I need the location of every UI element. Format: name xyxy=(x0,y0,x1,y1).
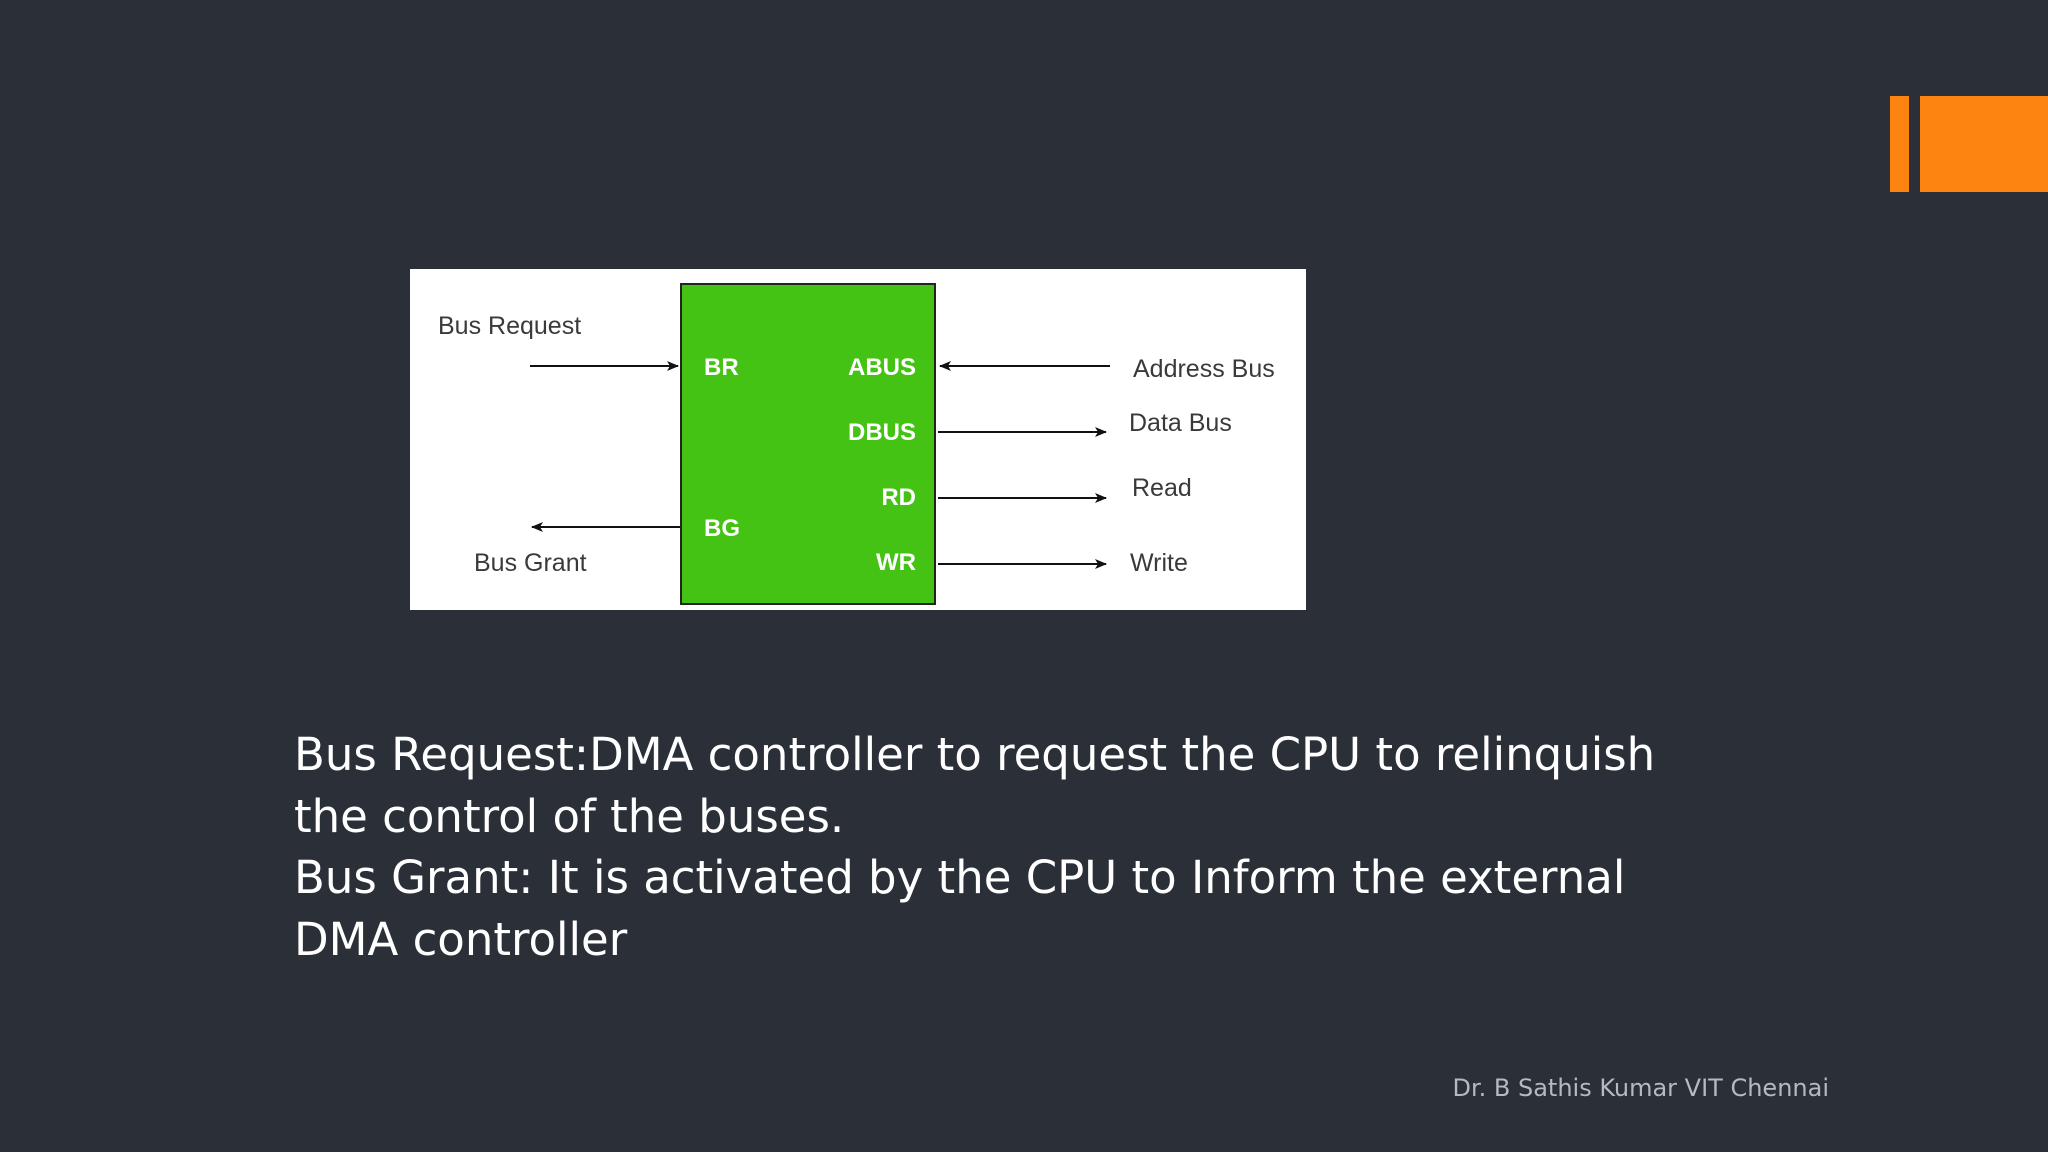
pin-dbus: DBUS xyxy=(847,419,916,446)
label-write: Write xyxy=(1130,549,1188,577)
dma-controller-block xyxy=(680,283,936,605)
label-read: Read xyxy=(1132,474,1192,502)
dma-diagram: BR BG ABUS DBUS RD WR Bus Request Bus Gr… xyxy=(410,269,1306,610)
pin-br: BR xyxy=(704,354,739,381)
label-address-bus: Address Bus xyxy=(1133,355,1275,383)
accent-bar-block xyxy=(1920,96,2048,192)
label-bus-grant: Bus Grant xyxy=(474,549,587,577)
accent-bar-thin xyxy=(1890,96,1909,192)
pin-wr: WR xyxy=(876,549,916,576)
paragraph-bus-grant: Bus Grant: It is activated by the CPU to… xyxy=(294,851,1626,966)
label-bus-request: Bus Request xyxy=(438,312,582,340)
pin-bg: BG xyxy=(704,515,740,542)
diagram-connectors xyxy=(530,361,1110,569)
pin-abus: ABUS xyxy=(847,354,916,381)
paragraph-bus-request: Bus Request:DMA controller to request th… xyxy=(294,728,1656,843)
footer-credit: Dr. B Sathis Kumar VIT Chennai xyxy=(1452,1074,1829,1102)
pin-rd: RD xyxy=(881,484,916,511)
slide-body: Bus Request:DMA controller to request th… xyxy=(294,724,1694,970)
label-data-bus: Data Bus xyxy=(1129,409,1232,437)
